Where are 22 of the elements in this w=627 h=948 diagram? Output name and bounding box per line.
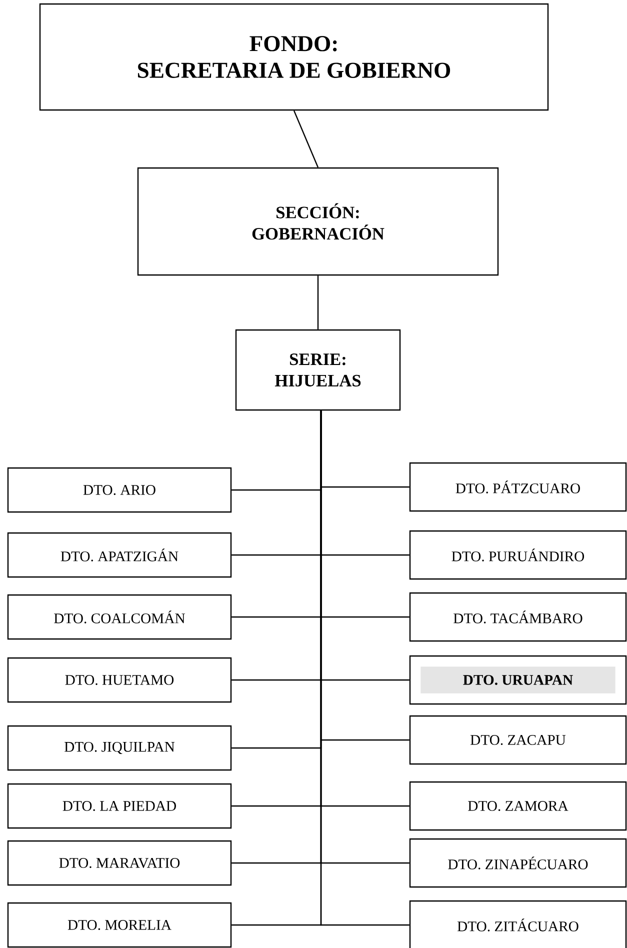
district-box: DTO. LA PIEDAD — [7, 783, 232, 829]
connector-line — [317, 276, 319, 330]
district-box: DTO. PURUÁNDIRO — [409, 530, 627, 580]
district-box — [409, 655, 627, 705]
series-box: SERIE: HIJUELAS — [235, 329, 401, 411]
district-box: DTO. PÁTZCUARO — [409, 462, 627, 512]
district-box: DTO. ZACAPU — [409, 715, 627, 765]
district-box: DTO. ARIO — [7, 467, 232, 513]
district-box: DTO. APATZIGÁN — [7, 532, 232, 578]
district-box: DTO. ZAMORA — [409, 781, 627, 831]
district-box: DTO. HUETAMO — [7, 657, 232, 703]
district-box: DTO. COALCOMÁN — [7, 594, 232, 640]
district-box: DTO. ZITÁCUARO — [409, 900, 627, 948]
district-box: DTO. MARAVATIO — [7, 840, 232, 886]
node-label: DTO. URUAPAN — [463, 675, 573, 685]
district-box: DTO. TACÁMBARO — [409, 592, 627, 642]
connector-line — [293, 110, 319, 168]
district-box: DTO. MORELIA — [7, 902, 232, 948]
district-box: DTO. JIQUILPAN — [7, 725, 232, 771]
section-box: SECCIÓN: GOBERNACIÓN — [137, 167, 499, 276]
fonds-box: FONDO: SECRETARIA DE GOBIERNO — [39, 3, 549, 111]
district-box: DTO. ZINAPÉCUARO — [409, 838, 627, 888]
